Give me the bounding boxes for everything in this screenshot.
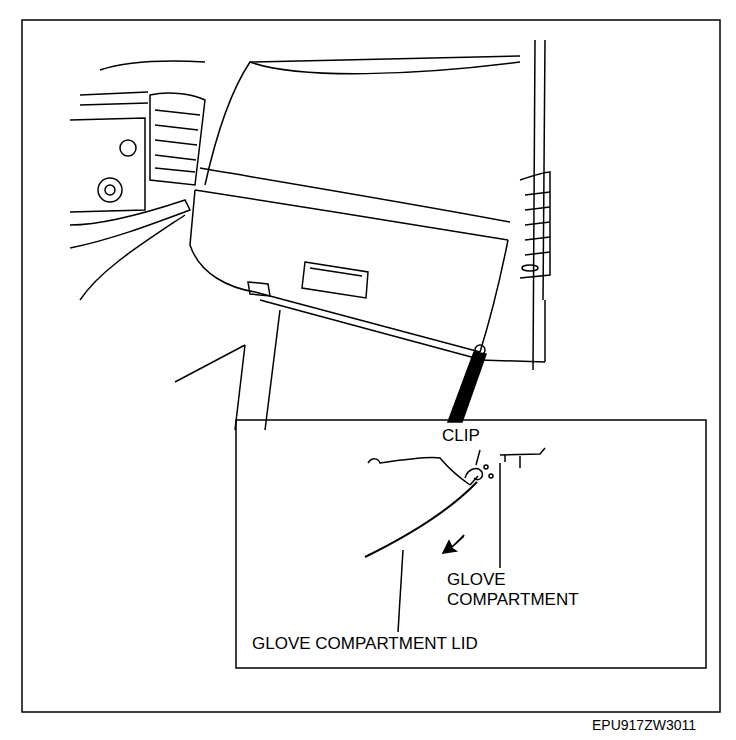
part-label: CLIP <box>440 426 482 446</box>
part-label: GLOVE COMPARTMENT LID <box>250 634 480 654</box>
figure-code: EPU917ZW3011 <box>590 716 698 734</box>
part-label: GLOVE COMPARTMENT <box>445 570 619 610</box>
